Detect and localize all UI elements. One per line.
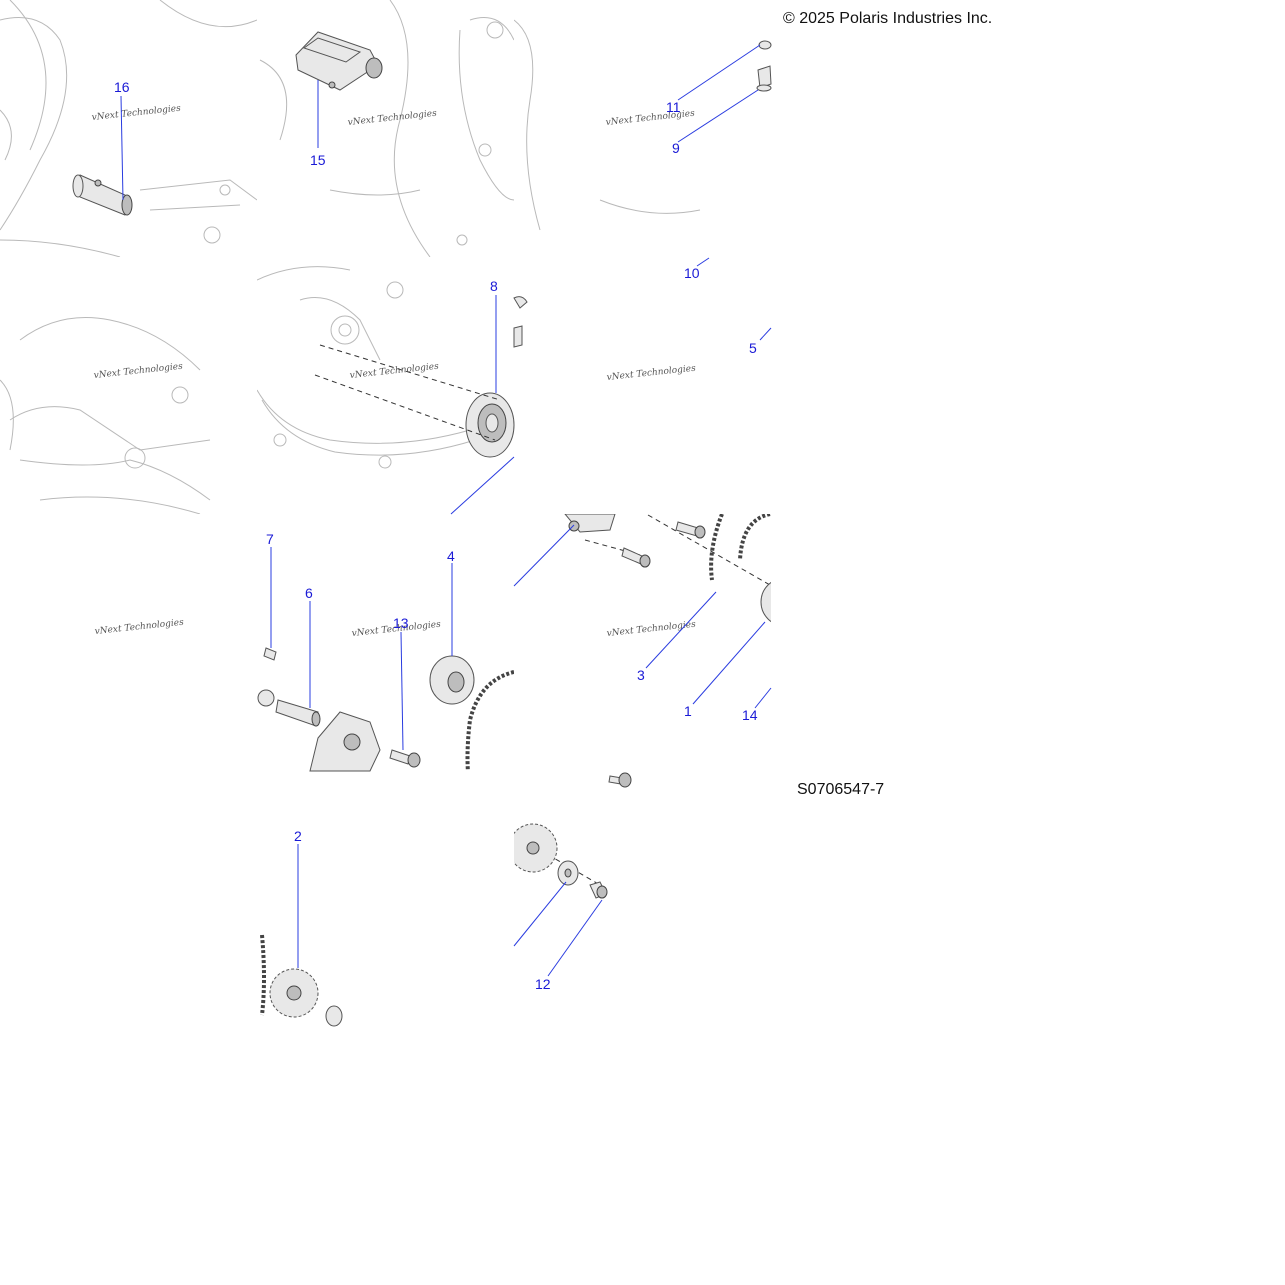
part-pump-rotor[interactable] (465, 392, 515, 458)
part-pump-shaft[interactable] (257, 689, 321, 727)
callout-6[interactable]: 6 (305, 585, 313, 601)
callout-12[interactable]: 12 (535, 976, 551, 992)
leader-lines (120, 44, 772, 977)
callout-11[interactable]: 11 (666, 99, 681, 115)
callout-10[interactable]: 10 (684, 265, 700, 281)
callout-9[interactable]: 9 (672, 140, 680, 156)
watermark-layer: vNext Technologies vNext Technologies vN… (91, 104, 696, 639)
callout-13[interactable]: 13 (393, 615, 409, 631)
callout-3[interactable]: 3 (637, 667, 645, 683)
part-plug-small[interactable] (513, 296, 528, 348)
callout-14[interactable]: 14 (742, 707, 758, 723)
callout-16[interactable]: 16 (114, 79, 130, 95)
watermark-text: vNext Technologies (91, 104, 181, 123)
part-sprocket-2[interactable] (260, 934, 343, 1027)
figure-id: S0706547-7 (797, 781, 885, 798)
part-sprocket-1[interactable] (760, 578, 809, 626)
part-plug-and-washer[interactable] (756, 40, 772, 92)
watermark-text: vNext Technologies (605, 109, 695, 128)
part-pump-bracket[interactable] (564, 514, 616, 533)
callout-8[interactable]: 8 (490, 278, 498, 294)
callout-1[interactable]: 1 (684, 703, 692, 719)
assembly-axis-lines (314, 344, 771, 886)
part-bolt-13[interactable] (389, 749, 421, 768)
part-pin[interactable] (263, 647, 277, 661)
callout-labels: 16 15 11 9 10 5 8 7 6 13 4 3 1 14 2 12 (114, 79, 758, 992)
callout-2[interactable]: 2 (294, 828, 302, 844)
part-pump-body[interactable] (309, 711, 381, 772)
part-oil-pickup[interactable] (295, 31, 383, 91)
part-chain-3[interactable] (709, 514, 771, 581)
part-washer-4[interactable] (429, 655, 475, 705)
part-sprocket-12[interactable] (509, 823, 608, 899)
watermark-text: vNext Technologies (349, 362, 439, 381)
watermark-text: vNext Technologies (94, 618, 184, 637)
copyright-text: © 2025 Polaris Industries Inc. (783, 10, 993, 27)
callout-7[interactable]: 7 (266, 531, 274, 547)
engine-case-linework (0, 0, 701, 514)
watermark-text: vNext Technologies (606, 620, 696, 639)
part-relief-valve[interactable] (72, 174, 133, 216)
callout-15[interactable]: 15 (310, 152, 326, 168)
callout-5[interactable]: 5 (749, 340, 757, 356)
part-bolt-upper[interactable] (621, 521, 706, 568)
watermark-text: vNext Technologies (606, 364, 696, 383)
part-bolt-lower[interactable] (608, 772, 632, 788)
watermark-text: vNext Technologies (347, 109, 437, 128)
part-drive-chain[interactable] (465, 670, 515, 790)
watermark-text: vNext Technologies (93, 362, 183, 381)
callout-4[interactable]: 4 (447, 548, 455, 564)
